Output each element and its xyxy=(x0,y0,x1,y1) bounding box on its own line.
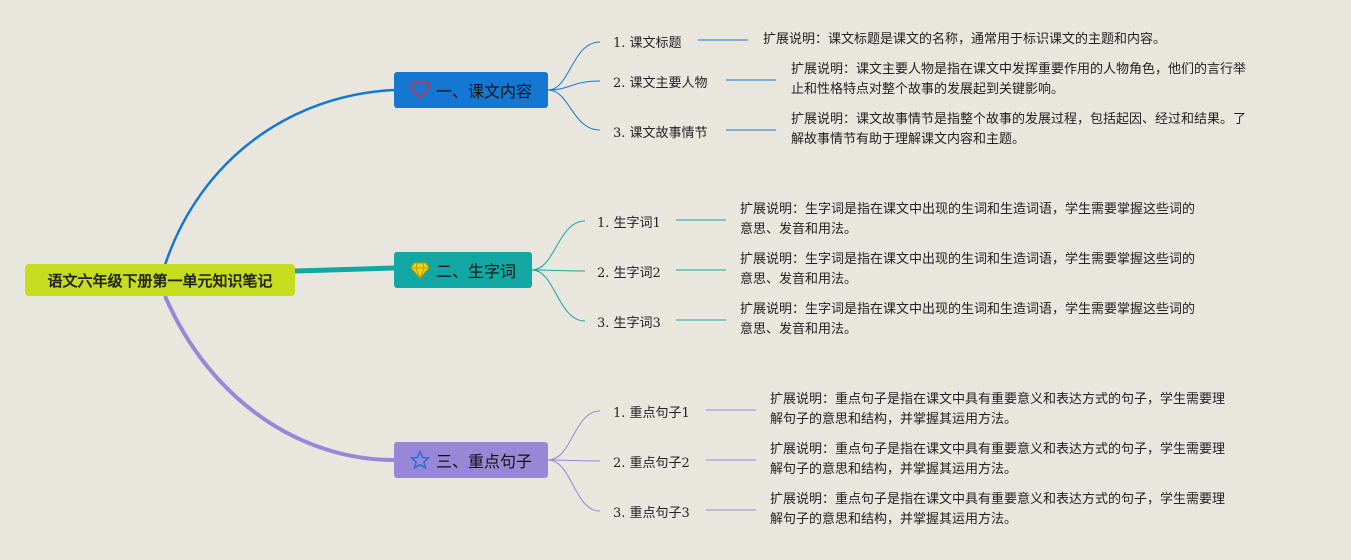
leaf-description: 扩展说明：生字词是指在课文中出现的生词和生造词语，学生需要掌握这些词的 意思、发… xyxy=(740,200,1195,240)
leaf-key-sentence-2[interactable]: 2. 重点句子2 xyxy=(613,456,690,471)
desc-line: 解句子的意思和结构，并掌握其运用方法。 xyxy=(770,462,1018,477)
leaf-course-title[interactable]: 1. 课文标题 xyxy=(613,36,682,51)
branch-title: 二、生字词 xyxy=(435,262,516,281)
root-title: 语文六年级下册第一单元知识笔记 xyxy=(47,271,273,290)
leaf-description: 扩展说明：重点句子是指在课文中具有重要意义和表达方式的句子，学生需要理 解句子的… xyxy=(770,490,1225,530)
desc-line: 扩展说明：重点句子是指在课文中具有重要意义和表达方式的句子，学生需要理 xyxy=(770,442,1226,457)
b3-leaf2-line xyxy=(547,459,601,462)
desc-line: 扩展说明：生字词是指在课文中出现的生词和生造词语，学生需要掌握这些词的 xyxy=(740,252,1196,267)
b1-leaf2-line xyxy=(547,80,601,91)
leaf-description: 扩展说明：生字词是指在课文中出现的生词和生造词语，学生需要掌握这些词的 意思、发… xyxy=(740,300,1195,340)
desc-line: 意思、发音和用法。 xyxy=(740,322,858,337)
leaf-description: 扩展说明：课文主要人物是指在课文中发挥重要作用的人物角色，他们的言行举 止和性格… xyxy=(791,60,1246,100)
branch-key-sentences[interactable]: 三、重点句子 xyxy=(394,442,548,478)
root-to-branch3-line xyxy=(163,295,395,462)
leaf-description: 扩展说明：生字词是指在课文中出现的生词和生造词语，学生需要掌握这些词的 意思、发… xyxy=(740,250,1195,290)
desc-line: 扩展说明：生字词是指在课文中出现的生词和生造词语，学生需要掌握这些词的 xyxy=(740,302,1196,317)
desc-line: 意思、发音和用法。 xyxy=(740,222,858,237)
desc-line: 扩展说明：生字词是指在课文中出现的生词和生造词语，学生需要掌握这些词的 xyxy=(740,202,1196,217)
desc-line: 解句子的意思和结构，并掌握其运用方法。 xyxy=(770,512,1018,527)
b2-leaf2-line xyxy=(531,269,586,272)
root-to-branch2-line xyxy=(294,265,395,274)
b3-leaf3-line xyxy=(547,459,601,512)
star-icon xyxy=(410,450,430,470)
desc-line: 扩展说明：课文故事情节是指整个故事的发展过程，包括起因、经过和结果。了 xyxy=(791,112,1247,127)
root-to-branch1-line xyxy=(163,88,395,266)
desc-line: 止和性格特点对整个故事的发展起到关键影响。 xyxy=(791,82,1065,97)
leaf-key-sentence-1[interactable]: 1. 重点句子1 xyxy=(613,406,690,421)
leaf-main-characters[interactable]: 2. 课文主要人物 xyxy=(613,76,708,91)
b2-leaf1-line xyxy=(531,220,586,271)
b3-leaf1-line xyxy=(547,410,601,461)
leaf-key-sentence-3[interactable]: 3. 重点句子3 xyxy=(613,506,690,521)
desc-line: 扩展说明：重点句子是指在课文中具有重要意义和表达方式的句子，学生需要理 xyxy=(770,492,1226,507)
desc-line: 意思、发音和用法。 xyxy=(740,272,858,287)
leaf-new-word-1[interactable]: 1. 生字词1 xyxy=(597,216,661,231)
branch-course-content[interactable]: 一、课文内容 xyxy=(394,72,548,108)
leaf-description: 扩展说明：重点句子是指在课文中具有重要意义和表达方式的句子，学生需要理 解句子的… xyxy=(770,390,1225,430)
branch-title: 一、课文内容 xyxy=(435,82,532,101)
branch-title: 三、重点句子 xyxy=(435,452,532,471)
heart-icon xyxy=(410,80,430,100)
desc-line: 扩展说明：重点句子是指在课文中具有重要意义和表达方式的句子，学生需要理 xyxy=(770,392,1226,407)
gem-icon xyxy=(410,260,430,280)
leaf-new-word-3[interactable]: 3. 生字词3 xyxy=(597,316,661,331)
leaf-description: 扩展说明：课文故事情节是指整个故事的发展过程，包括起因、经过和结果。了 解故事情… xyxy=(791,110,1246,150)
b2-leaf3-line xyxy=(531,269,586,322)
root-topic[interactable]: 语文六年级下册第一单元知识笔记 xyxy=(25,264,295,296)
b1-leaf1-line xyxy=(547,41,601,91)
leaf-new-word-2[interactable]: 2. 生字词2 xyxy=(597,266,661,281)
desc-line: 解句子的意思和结构，并掌握其运用方法。 xyxy=(770,412,1018,427)
leaf-description: 扩展说明：重点句子是指在课文中具有重要意义和表达方式的句子，学生需要理 解句子的… xyxy=(770,440,1225,480)
desc-line: 扩展说明：课文主要人物是指在课文中发挥重要作用的人物角色，他们的言行举 xyxy=(791,62,1247,77)
b1-leaf3-line xyxy=(547,89,601,131)
leaf-description: 扩展说明：课文标题是课文的名称，通常用于标识课文的主题和内容。 xyxy=(763,32,1167,47)
leaf-plot[interactable]: 3. 课文故事情节 xyxy=(613,126,708,141)
desc-line: 解故事情节有助于理解课文内容和主题。 xyxy=(791,132,1026,147)
branch-new-words[interactable]: 二、生字词 xyxy=(394,252,532,288)
